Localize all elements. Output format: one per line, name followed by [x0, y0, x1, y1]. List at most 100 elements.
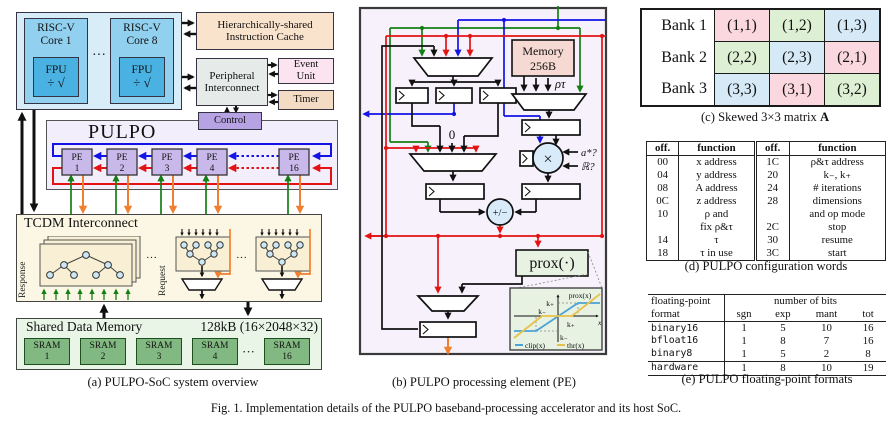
pe-tcdm-stubs	[67, 174, 301, 188]
icache-box: Hierarchically-shared Instruction Cache	[196, 12, 334, 50]
matrix-cell: (3,2)	[824, 73, 881, 107]
pe-1: PE1	[61, 148, 93, 176]
svg-text:Memory: Memory	[522, 44, 563, 58]
tcdm-title: TCDM Interconnect	[24, 216, 138, 231]
svg-text:x: x	[597, 318, 602, 327]
matrix-cell: (2,3)	[769, 41, 825, 74]
periph-timer-arrows	[268, 92, 278, 106]
fpu-1-ops: ÷ √	[47, 75, 65, 91]
cluster-tcdm-arrows	[17, 110, 39, 214]
fpu-1-label: FPU	[45, 63, 67, 76]
svg-text:PE: PE	[71, 153, 82, 163]
fpu-8-ops: ÷ √	[133, 75, 151, 91]
pe-2: PE2	[106, 148, 138, 176]
sram-dots: ···	[242, 344, 255, 359]
caption-c: (c) Skewed 3×3 matrix A	[700, 110, 830, 124]
svg-text:prox(·): prox(·)	[529, 255, 574, 272]
bank-label: Bank 1	[641, 9, 715, 42]
cluster-periph-arrows	[182, 73, 196, 92]
register	[521, 119, 581, 136]
matrix-cell: (1,2)	[769, 8, 825, 42]
bank-label: Bank 2	[641, 41, 715, 74]
icache-line2: Instruction Cache	[226, 31, 304, 43]
response-tree	[39, 236, 141, 300]
peripheral-interconnect-box: Peripheral Interconnect	[196, 58, 268, 106]
svg-text:2: 2	[120, 164, 125, 174]
icache-line1: Hierarchically-shared	[217, 18, 313, 31]
prox-inset-plot: prox(x) x k₊ k₋ k₊ k₋ clip(x) thr(x)	[509, 287, 603, 351]
register	[521, 183, 581, 200]
svg-text:PE: PE	[116, 153, 127, 163]
matrix-cell: (2,2)	[714, 41, 770, 74]
fpu-8-label: FPU	[131, 63, 153, 76]
timer-box: Timer	[278, 90, 334, 110]
figure-caption: Fig. 1. Implementation details of the PU…	[210, 401, 682, 415]
core-1-name: RISC-V	[37, 22, 75, 34]
svg-text:+/−: +/−	[493, 208, 508, 219]
table-header-row: format sgn exp mant tot	[648, 307, 886, 322]
response-input-arrows	[41, 288, 131, 300]
response-label: Response	[18, 261, 28, 298]
caption-e: (e) PULPO floating-point formats	[681, 372, 853, 386]
prox-box: prox(·)	[515, 249, 589, 277]
register	[425, 183, 485, 200]
adder-subtractor: +/−	[486, 198, 514, 226]
rho-tau-label: ρτ	[554, 77, 566, 91]
pe-datapath-diagram: Memory 256B ρτ 0 × a*? ℝ? +/− p	[358, 6, 608, 356]
mux-output	[416, 295, 480, 312]
event-line1: Event	[293, 59, 319, 71]
periph-line1: Peripheral	[209, 69, 255, 82]
svg-text:1: 1	[75, 164, 80, 174]
core-1-box: RISC-V Core 1 FPU ÷ √	[24, 18, 88, 104]
svg-text:k₊: k₊	[567, 320, 575, 329]
multiplier: ×	[519, 142, 564, 174]
event-line2: Unit	[296, 71, 316, 82]
zero-label: 0	[449, 127, 456, 142]
svg-text:clip(x): clip(x)	[525, 341, 545, 350]
mux-top	[412, 57, 494, 77]
tcdm-dots-2: ···	[236, 252, 247, 264]
prox-callout-lines	[511, 251, 603, 290]
bank-label: Bank 3	[641, 73, 715, 106]
blue-ring	[52, 143, 332, 161]
register	[479, 87, 517, 104]
svg-text:4: 4	[210, 164, 215, 174]
core-dots: ···	[92, 48, 106, 63]
pe-4: PE4	[196, 148, 228, 176]
mux-accumulate	[408, 153, 498, 172]
matrix-cell: (1,1)	[714, 8, 770, 42]
caption-a: (a) PULPO-SoC system overview	[87, 375, 259, 389]
register	[519, 150, 534, 167]
matrix-cell: (1,3)	[824, 8, 881, 42]
skewed-matrix: Bank 1 (1,1) (1,2) (1,3) Bank 2 (2,2) (2…	[640, 8, 881, 107]
table-header-row: floating-point number of bits	[648, 294, 886, 308]
svg-text:k₋: k₋	[538, 307, 546, 316]
matrix-cell: (3,3)	[714, 73, 770, 107]
wires-black	[381, 45, 578, 330]
caption-b: (b) PULPO processing element (PE)	[392, 375, 576, 389]
core-8-box: RISC-V Core 8 FPU ÷ √	[110, 18, 174, 104]
core-8-name: RISC-V	[123, 22, 161, 34]
core-1-num: Core 1	[40, 34, 72, 47]
svg-text:prox(x): prox(x)	[569, 291, 592, 300]
fp-formats-table: floating-point number of bits format sgn…	[648, 294, 886, 376]
periph-event-arrows	[268, 62, 278, 78]
tcdm-dots-1: ···	[146, 252, 157, 264]
svg-text:PE: PE	[161, 153, 172, 163]
